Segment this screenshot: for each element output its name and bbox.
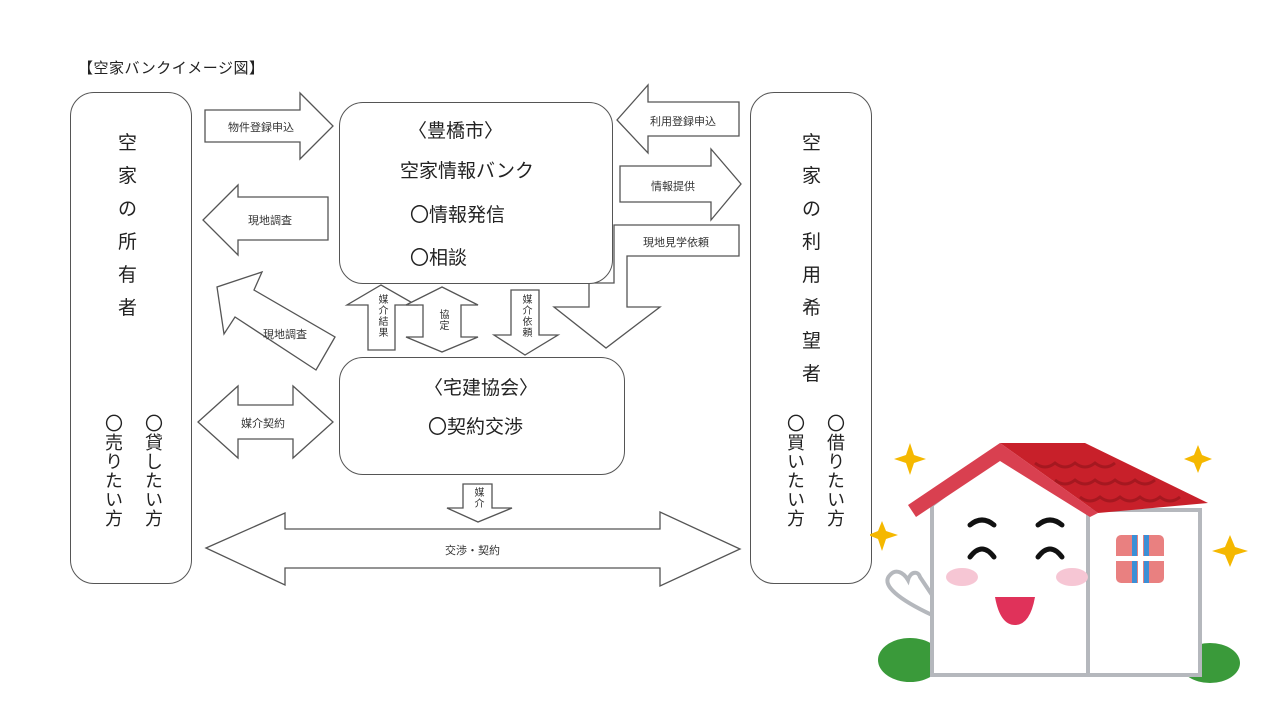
arrow-info-provision bbox=[619, 147, 742, 222]
user-heading-char: 利 bbox=[802, 231, 822, 253]
owner-heading-char: 有 bbox=[118, 264, 138, 286]
takken-item-negotiation: 〇契約交渉 bbox=[428, 416, 524, 438]
user-heading-char: 用 bbox=[802, 264, 822, 286]
owner-heading-char: 家 bbox=[118, 165, 138, 187]
user-heading: 空 家 の 利 用 希 望 者 bbox=[802, 127, 821, 391]
house-side-wall bbox=[1086, 508, 1202, 677]
user-heading-char: 家 bbox=[802, 165, 822, 187]
sparkle-icon bbox=[894, 443, 926, 475]
label-info-provision: 情報提供 bbox=[651, 180, 695, 193]
sparkle-icon bbox=[1212, 535, 1248, 567]
label-usage-registration: 利用登録申込 bbox=[650, 115, 716, 128]
takken-box bbox=[339, 357, 625, 475]
arrow-property-registration bbox=[204, 91, 334, 161]
user-heading-char: 空 bbox=[802, 132, 822, 154]
window bbox=[1116, 535, 1164, 583]
city-item-consult: 〇相談 bbox=[410, 247, 468, 269]
bush-icon bbox=[878, 638, 942, 682]
arrow-brokerage bbox=[446, 483, 513, 523]
user-box bbox=[750, 92, 872, 584]
left-eye bbox=[967, 546, 997, 560]
label-site-survey-takken: 現地調査 bbox=[263, 328, 307, 341]
house-roof-edge bbox=[908, 443, 1098, 517]
right-eyebrow bbox=[1035, 517, 1065, 528]
user-item-buy: 〇買いたい方 bbox=[784, 414, 805, 528]
label-brokerage: 媒介 bbox=[472, 487, 483, 509]
city-item-info: 〇情報発信 bbox=[410, 204, 506, 226]
label-site-survey-city: 現地調査 bbox=[248, 214, 292, 227]
left-arm bbox=[885, 569, 934, 617]
owner-heading-char: 空 bbox=[118, 132, 138, 154]
city-org: 〈豊橋市〉 bbox=[408, 120, 504, 142]
label-negotiation-contract: 交渉・契約 bbox=[445, 544, 500, 557]
owner-heading-char: 者 bbox=[118, 297, 138, 319]
city-bank-name: 空家情報バンク bbox=[400, 160, 534, 182]
arrow-site-survey-takken bbox=[216, 270, 336, 371]
smiling-house-illustration bbox=[870, 443, 1248, 683]
label-viewing-request: 現地見学依頼 bbox=[643, 236, 709, 249]
arrow-brokerage-request bbox=[491, 289, 561, 356]
label-agreement: 協定 bbox=[437, 309, 448, 331]
user-heading-char: 希 bbox=[802, 297, 822, 319]
owner-box bbox=[70, 92, 192, 584]
city-box bbox=[339, 102, 613, 284]
user-heading-char: 者 bbox=[802, 363, 822, 385]
label-brokerage-request: 媒介依頼 bbox=[520, 294, 531, 338]
owner-item-lend: 〇貸したい方 bbox=[142, 414, 163, 528]
arrow-brokerage-result bbox=[344, 284, 419, 351]
label-brokerage-contract: 媒介契約 bbox=[241, 417, 285, 430]
owner-heading: 空 家 の 所 有 者 bbox=[118, 127, 137, 325]
owner-heading-char: 所 bbox=[118, 231, 138, 253]
sparkle-icon bbox=[1184, 445, 1212, 473]
label-property-registration: 物件登録申込 bbox=[228, 121, 294, 134]
arrow-negotiation-contract bbox=[204, 510, 742, 588]
takken-org: 〈宅建協会〉 bbox=[424, 377, 539, 399]
mouth bbox=[995, 597, 1035, 625]
house-roof bbox=[1000, 443, 1208, 513]
arrow-brokerage-contract bbox=[197, 384, 334, 460]
arrow-agreement bbox=[405, 286, 479, 353]
left-eyebrow bbox=[967, 517, 997, 528]
user-heading-char: の bbox=[802, 198, 822, 220]
right-eye bbox=[1035, 546, 1065, 560]
sparkle-icons bbox=[870, 443, 1248, 567]
user-item-borrow: 〇借りたい方 bbox=[824, 414, 845, 528]
arrow-usage-registration bbox=[616, 83, 740, 155]
diagram-title: 【空家バンクイメージ図】 bbox=[78, 59, 265, 77]
right-cheek bbox=[1056, 568, 1088, 586]
owner-item-sell: 〇売りたい方 bbox=[102, 414, 123, 528]
arrow-site-survey-city bbox=[202, 183, 329, 257]
user-heading-char: 望 bbox=[802, 330, 822, 352]
left-cheek bbox=[946, 568, 978, 586]
label-brokerage-result: 媒介結果 bbox=[376, 294, 387, 338]
sparkle-icon bbox=[870, 521, 898, 551]
owner-heading-char: の bbox=[118, 198, 138, 220]
